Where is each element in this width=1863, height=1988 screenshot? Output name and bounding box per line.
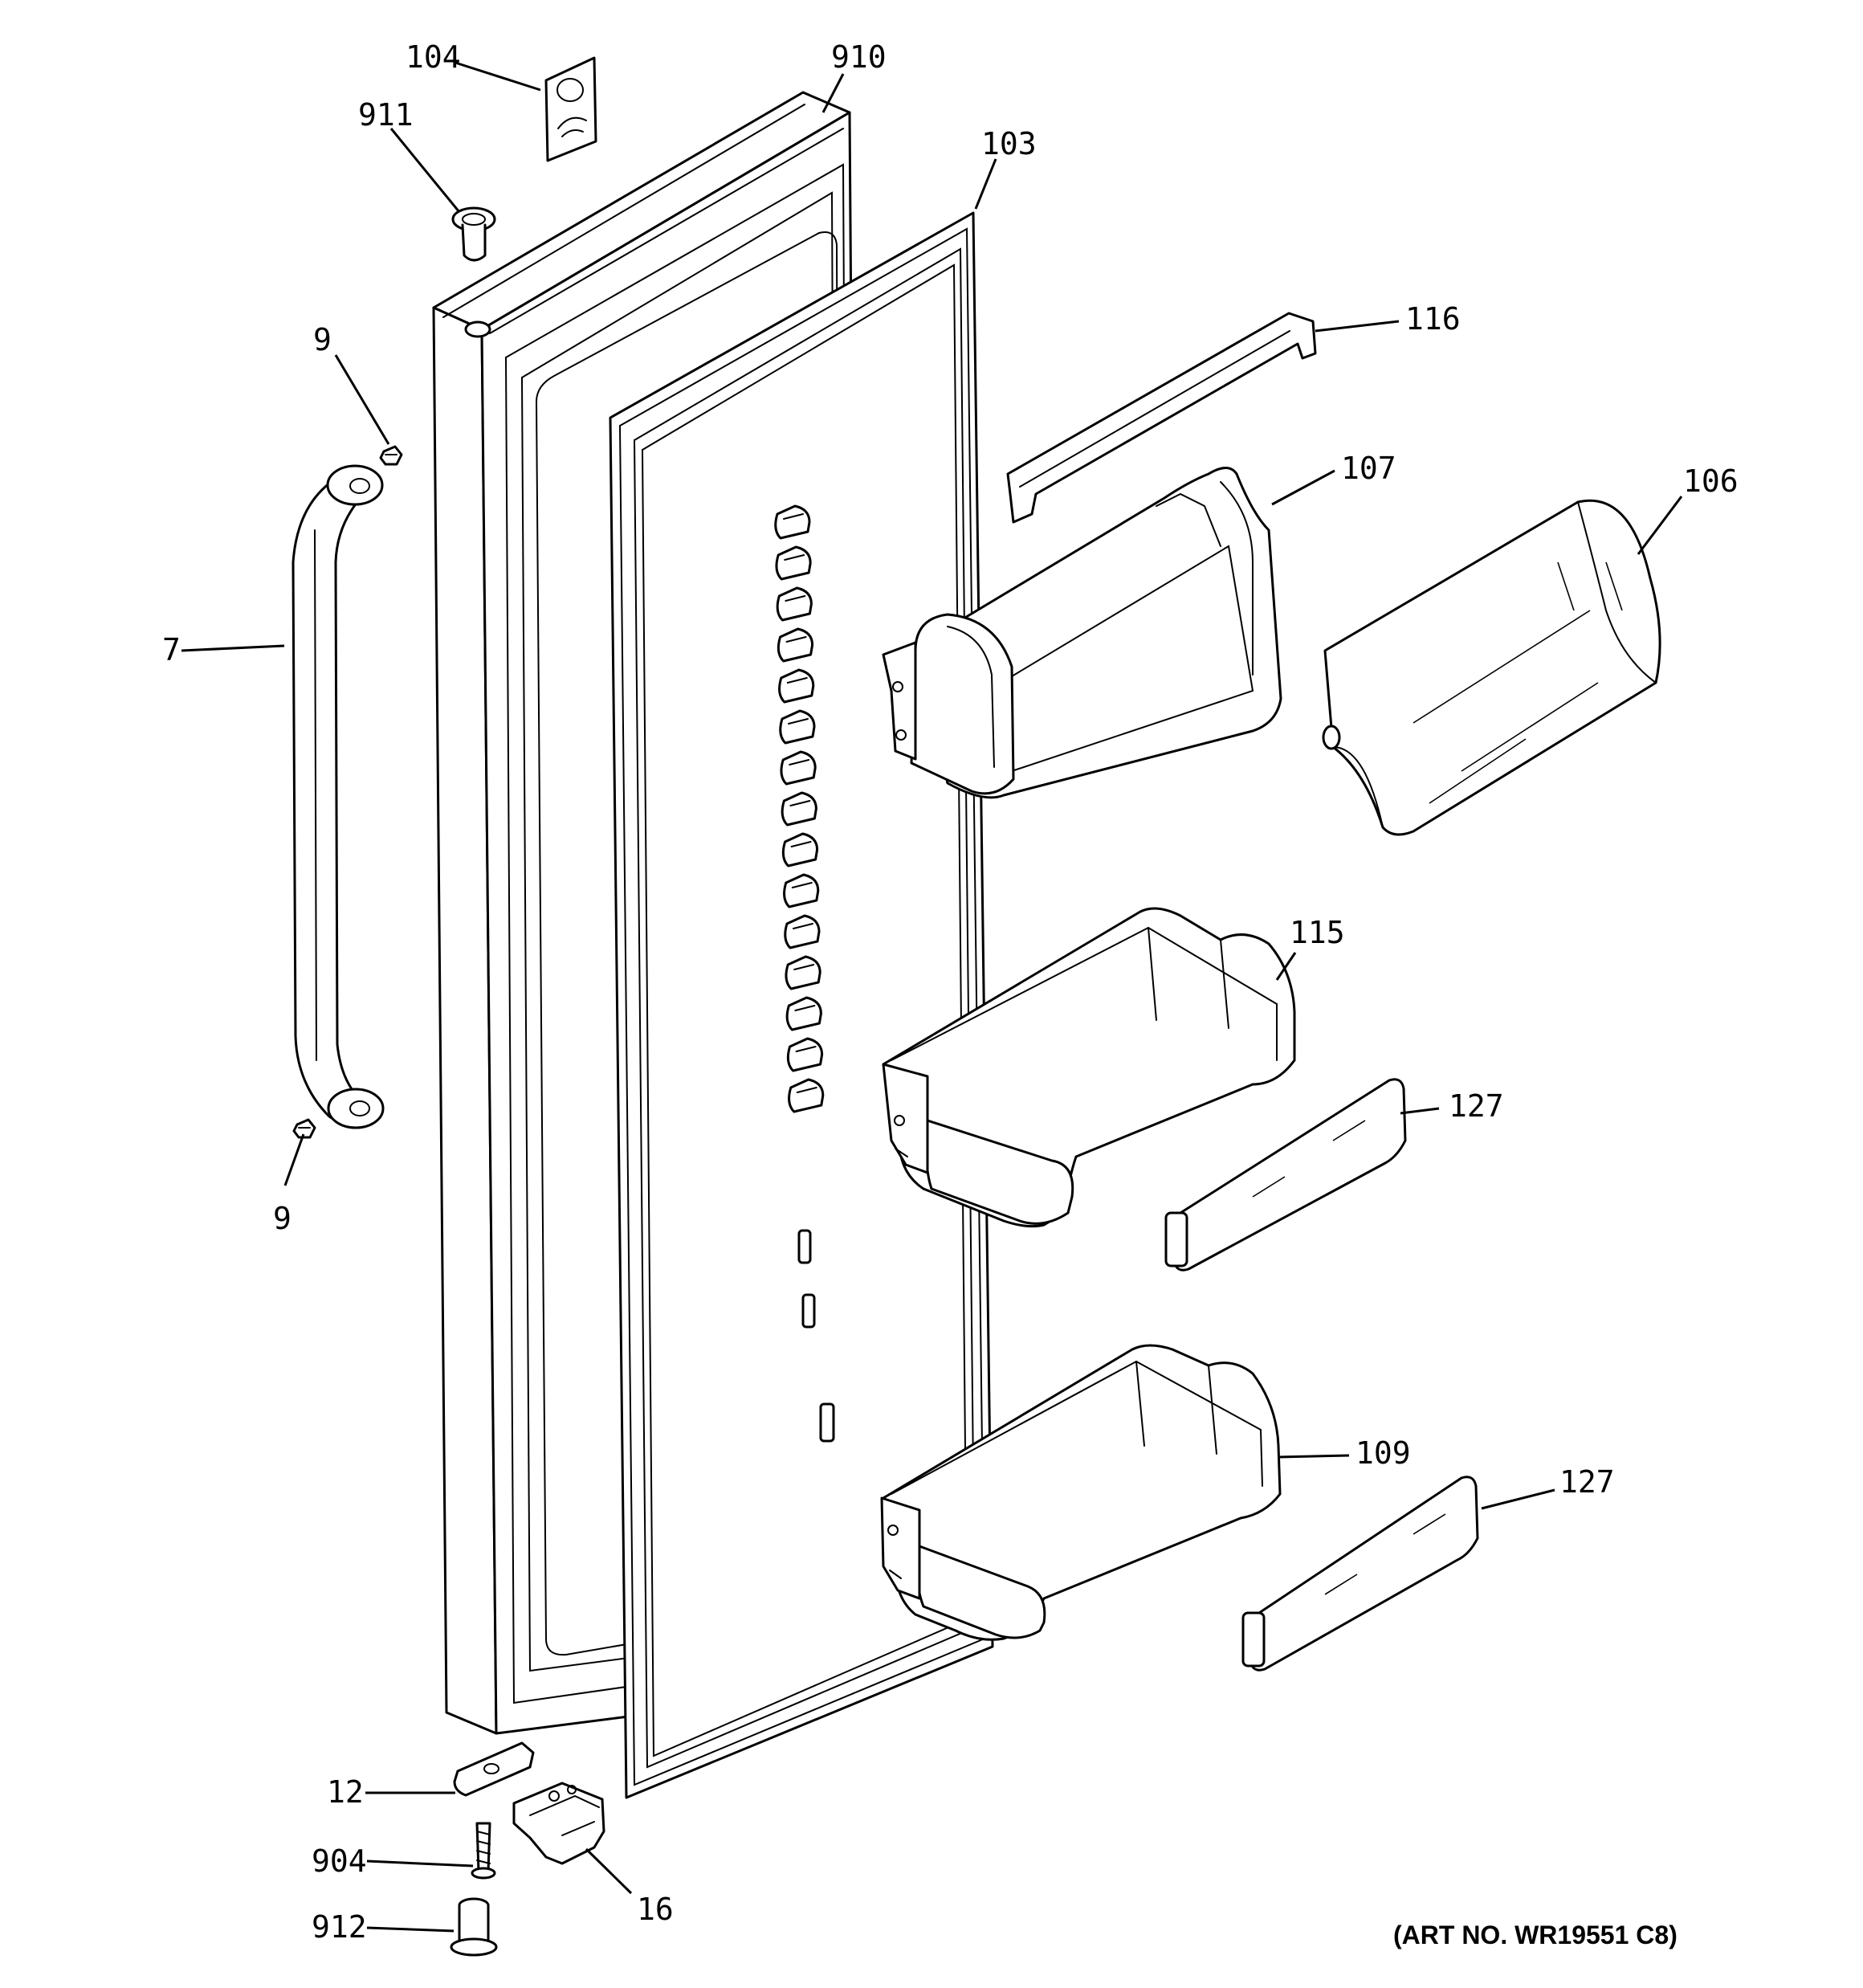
hinge-plug-top (451, 206, 496, 262)
callout-9-top: 9 (313, 322, 332, 357)
hinge-shim-12 (453, 1741, 535, 1797)
bin-guard-127-upper (1164, 1078, 1407, 1272)
rail-clip-edge (788, 718, 809, 725)
bin-guard-127-lower (1241, 1476, 1479, 1672)
door-bin-109 (880, 1344, 1282, 1641)
rail-clip-edge (796, 1087, 817, 1093)
rail-clip-edge (793, 923, 813, 929)
callout-912: 912 (312, 1909, 367, 1945)
rail-clip-edge (794, 1005, 816, 1011)
handle-screw-top (379, 445, 403, 466)
callout-109: 109 (1355, 1435, 1411, 1471)
callout-911: 911 (358, 97, 414, 133)
rail-clip-edge (789, 800, 811, 806)
callout-7: 7 (162, 632, 181, 667)
callout-12: 12 (327, 1774, 364, 1810)
callout-106: 106 (1683, 463, 1739, 499)
callout-127-upper: 127 (1449, 1088, 1504, 1124)
callout-115: 115 (1290, 915, 1345, 950)
art-number: (ART NO. WR19551 C8) (1393, 1921, 1678, 1949)
rail-clip-edge (784, 554, 805, 561)
hinge-screw-904 (471, 1822, 496, 1880)
callout-107: 107 (1341, 451, 1396, 486)
door-bin-115 (882, 907, 1296, 1228)
rail-clip-edge (786, 677, 808, 684)
callout-16: 16 (637, 1892, 674, 1927)
rail-clip-edge (785, 636, 807, 643)
hinge-16 (512, 1782, 605, 1865)
callout-104: 104 (406, 39, 461, 75)
rail-clip-edge (789, 759, 810, 765)
dairy-cover-106 (1322, 499, 1661, 836)
rail-clip-edge (791, 882, 813, 888)
rail-clip-edge (793, 964, 815, 970)
door-handle (291, 464, 385, 1129)
callout-116: 116 (1405, 301, 1461, 337)
leader-lines (181, 61, 1683, 1933)
handle-screw-bottom (292, 1118, 316, 1139)
logo-badge (544, 56, 597, 162)
callout-910: 910 (831, 39, 887, 75)
callout-904: 904 (312, 1843, 367, 1879)
liner-slots (797, 1229, 835, 1443)
callout-103: 103 (981, 126, 1037, 161)
callout-9-bottom: 9 (273, 1201, 291, 1236)
shelf-rail-clips (774, 504, 825, 1113)
rail-clip-edge (785, 595, 806, 602)
callout-labels: 104 910 911 103 116 9 107 106 7 115 127 … (162, 39, 1739, 1945)
rail-clip-edge (795, 1046, 817, 1052)
rail-clip-edge (783, 513, 804, 520)
rail-clip-edge (790, 841, 812, 847)
door-bin-107 (882, 467, 1282, 799)
trim-bar (1006, 312, 1317, 524)
callout-127-lower: 127 (1559, 1464, 1615, 1500)
hinge-pin-912 (450, 1897, 498, 1957)
